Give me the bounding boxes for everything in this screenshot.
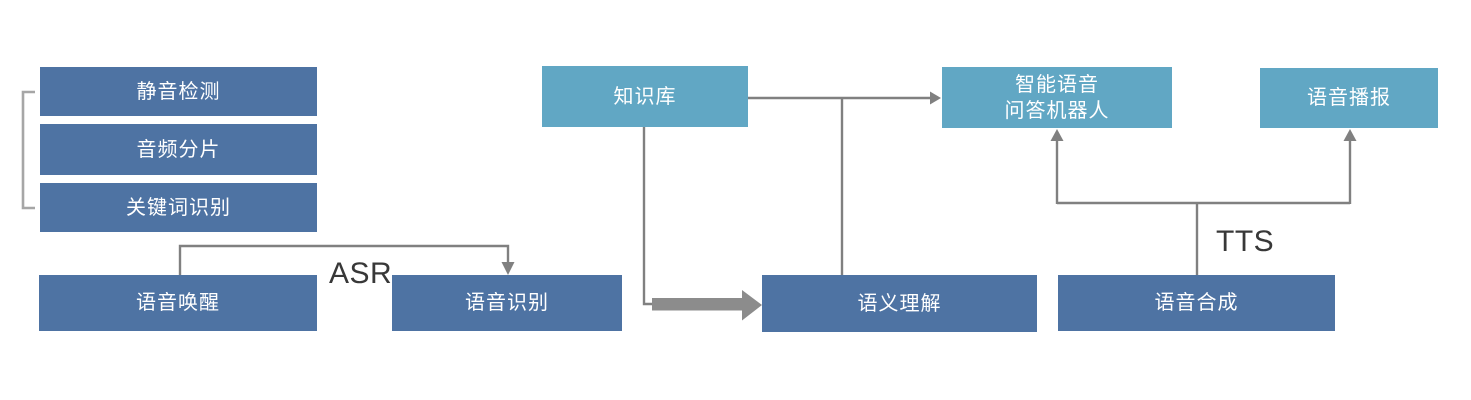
node-keyword-recognition: 关键词识别 bbox=[40, 183, 317, 232]
node-label: 语音识别 bbox=[465, 292, 549, 314]
node-label: 关键词识别 bbox=[126, 196, 231, 219]
node-knowledge-base: 知识库 bbox=[542, 66, 748, 127]
node-voice-broadcast: 语音播报 bbox=[1260, 68, 1438, 128]
node-qa-robot: 智能语音 问答机器人 bbox=[942, 67, 1172, 128]
node-label: 语音合成 bbox=[1154, 292, 1239, 314]
tts-right-arrowhead-icon bbox=[1343, 129, 1357, 141]
node-voice-wakeup: 语音唤醒 bbox=[39, 275, 317, 331]
thick-arrow-shaft bbox=[652, 298, 742, 311]
node-label-line2: 问答机器人 bbox=[1004, 99, 1110, 122]
node-label: 语义理解 bbox=[857, 292, 942, 315]
node-silence-detection: 静音检测 bbox=[40, 67, 317, 116]
group-bracket bbox=[21, 90, 35, 210]
knowledge-to-robot-arrowhead-icon bbox=[930, 91, 941, 105]
node-label: 语音唤醒 bbox=[136, 292, 220, 314]
knowledge-down-line bbox=[642, 127, 655, 306]
node-label: 静音检测 bbox=[136, 80, 221, 103]
node-speech-synthesis: 语音合成 bbox=[1058, 275, 1335, 331]
node-label-line1: 智能语音 bbox=[1015, 73, 1099, 96]
thick-arrowhead-icon bbox=[742, 290, 762, 321]
node-semantic-understanding: 语义理解 bbox=[762, 275, 1037, 332]
asr-edge-label: ASR bbox=[329, 257, 393, 290]
node-label: 知识库 bbox=[613, 85, 677, 108]
asr-arrowhead-icon bbox=[501, 262, 515, 275]
node-label: 智能语音 问答机器人 bbox=[1005, 72, 1110, 124]
tts-branch-lines bbox=[1055, 140, 1352, 205]
tts-left-arrowhead-icon bbox=[1050, 129, 1064, 141]
tts-edge-label: TTS bbox=[1216, 225, 1275, 258]
node-audio-slicing: 音频分片 bbox=[40, 124, 317, 175]
node-speech-recognition: 语音识别 bbox=[392, 275, 622, 331]
node-label: 音频分片 bbox=[136, 138, 221, 161]
node-label: 语音播报 bbox=[1307, 87, 1391, 109]
